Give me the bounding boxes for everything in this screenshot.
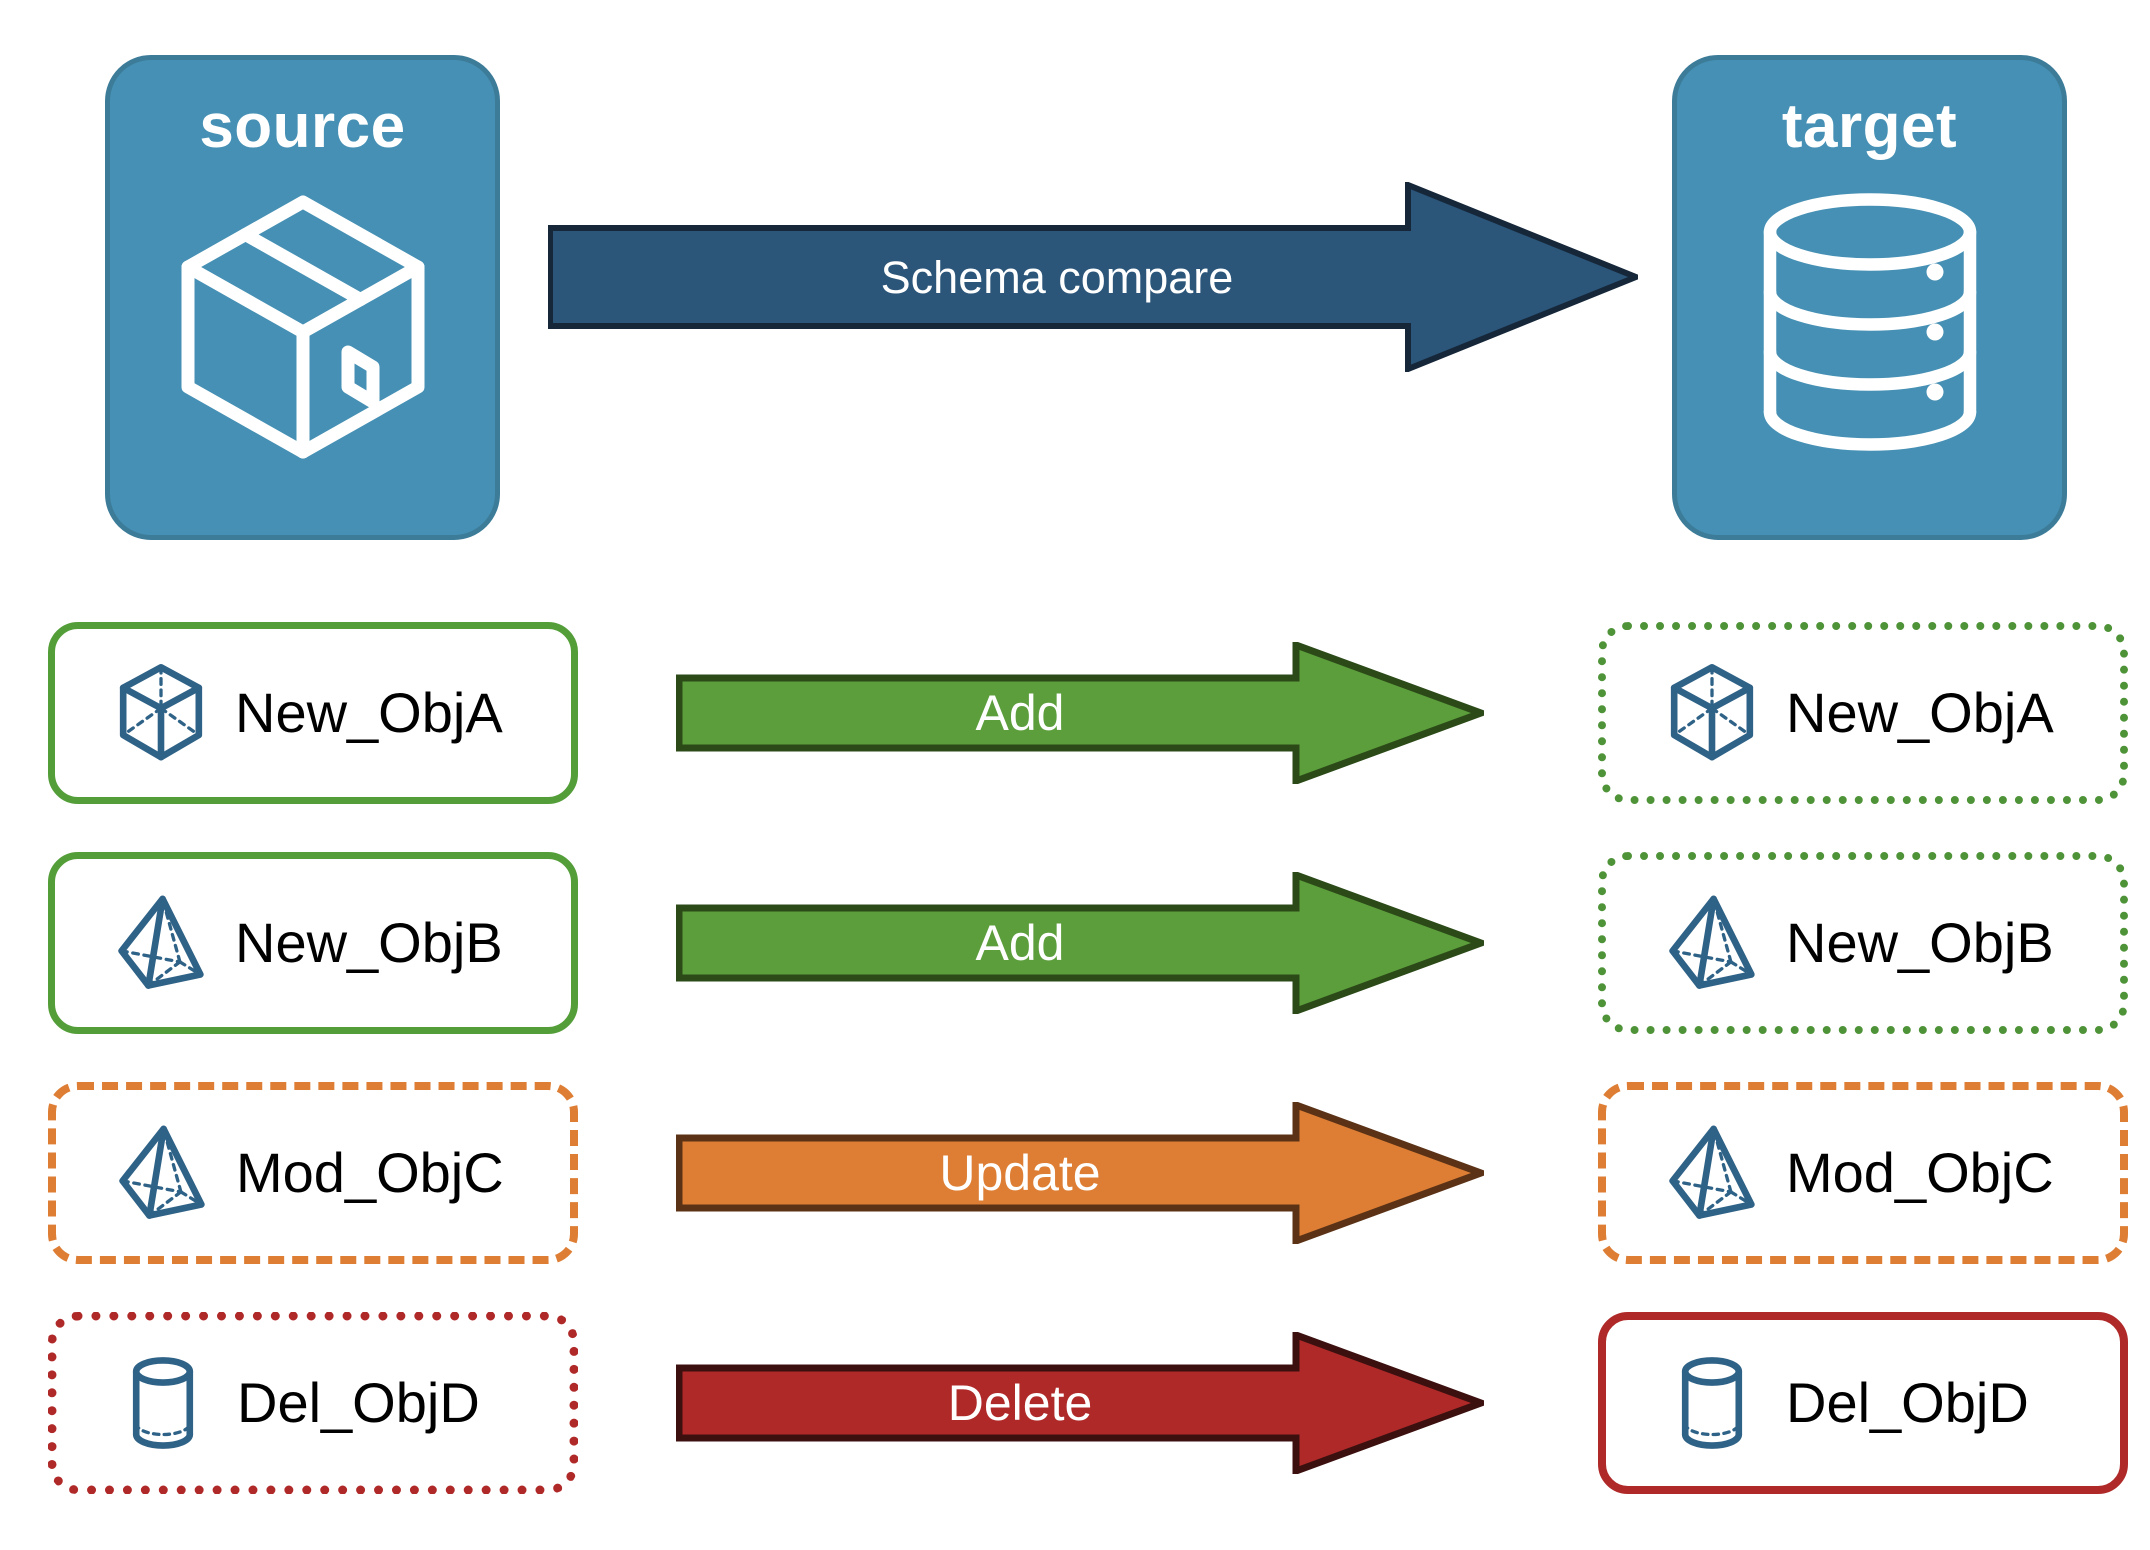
action-arrow-shape	[676, 642, 1484, 784]
action-arrow-delete[interactable]: Delete	[676, 1332, 1484, 1474]
action-arrow-shape	[676, 1332, 1484, 1474]
schema-compare-arrow-shape	[548, 182, 1638, 372]
action-arrow-add-2[interactable]: Add	[676, 872, 1484, 1014]
target-object-label: Mod_ObjC	[1786, 1141, 2054, 1204]
wireframe-cylinder-icon	[1664, 1351, 1760, 1455]
wireframe-cylinder-icon	[115, 1351, 211, 1455]
action-arrow-add-1[interactable]: Add	[676, 642, 1484, 784]
target-object-box-new-obja[interactable]: New_ObjA	[1598, 622, 2128, 804]
action-arrow-label: Add	[975, 915, 1065, 971]
target-object-box-del-objd[interactable]: Del_ObjD	[1598, 1312, 2128, 1494]
source-object-box-del-objd[interactable]: Del_ObjD	[48, 1312, 578, 1494]
source-object-box-new-obja[interactable]: New_ObjA	[48, 622, 578, 804]
source-object-box-mod-objc[interactable]: Mod_ObjC	[48, 1082, 578, 1264]
source-object-label: Del_ObjD	[237, 1371, 480, 1434]
source-panel-title: source	[199, 92, 406, 161]
source-panel[interactable]: source	[105, 55, 500, 540]
database-cylinder-icon	[1720, 172, 2020, 477]
action-arrow-label: Delete	[947, 1375, 1093, 1431]
action-arrow-shape	[676, 872, 1484, 1014]
source-object-label: New_ObjB	[235, 911, 503, 974]
package-box-icon	[153, 172, 453, 477]
target-object-box-mod-objc[interactable]: Mod_ObjC	[1598, 1082, 2128, 1264]
source-object-box-new-objb[interactable]: New_ObjB	[48, 852, 578, 1034]
action-arrow-update[interactable]: Update	[676, 1102, 1484, 1244]
target-object-label: New_ObjA	[1786, 681, 2054, 744]
target-panel[interactable]: target	[1672, 55, 2067, 540]
wireframe-pyramid-icon	[113, 891, 209, 995]
schema-compare-label: Schema compare	[880, 251, 1234, 303]
wireframe-pyramid-icon	[1664, 891, 1760, 995]
action-arrow-label: Update	[939, 1145, 1101, 1201]
wireframe-pyramid-icon	[1664, 1121, 1760, 1225]
schema-compare-arrow[interactable]: Schema compare	[548, 182, 1638, 372]
target-object-label: New_ObjB	[1786, 911, 2054, 974]
action-arrow-shape	[676, 1102, 1484, 1244]
target-object-label: Del_ObjD	[1786, 1371, 2029, 1434]
source-object-label: New_ObjA	[235, 681, 503, 744]
wireframe-pyramid-icon	[114, 1121, 210, 1225]
wireframe-cube-icon	[113, 661, 209, 765]
source-object-label: Mod_ObjC	[236, 1141, 504, 1204]
target-panel-title: target	[1781, 92, 1958, 161]
action-arrow-label: Add	[975, 685, 1065, 741]
target-object-box-new-objb[interactable]: New_ObjB	[1598, 852, 2128, 1034]
wireframe-cube-icon	[1664, 661, 1760, 765]
